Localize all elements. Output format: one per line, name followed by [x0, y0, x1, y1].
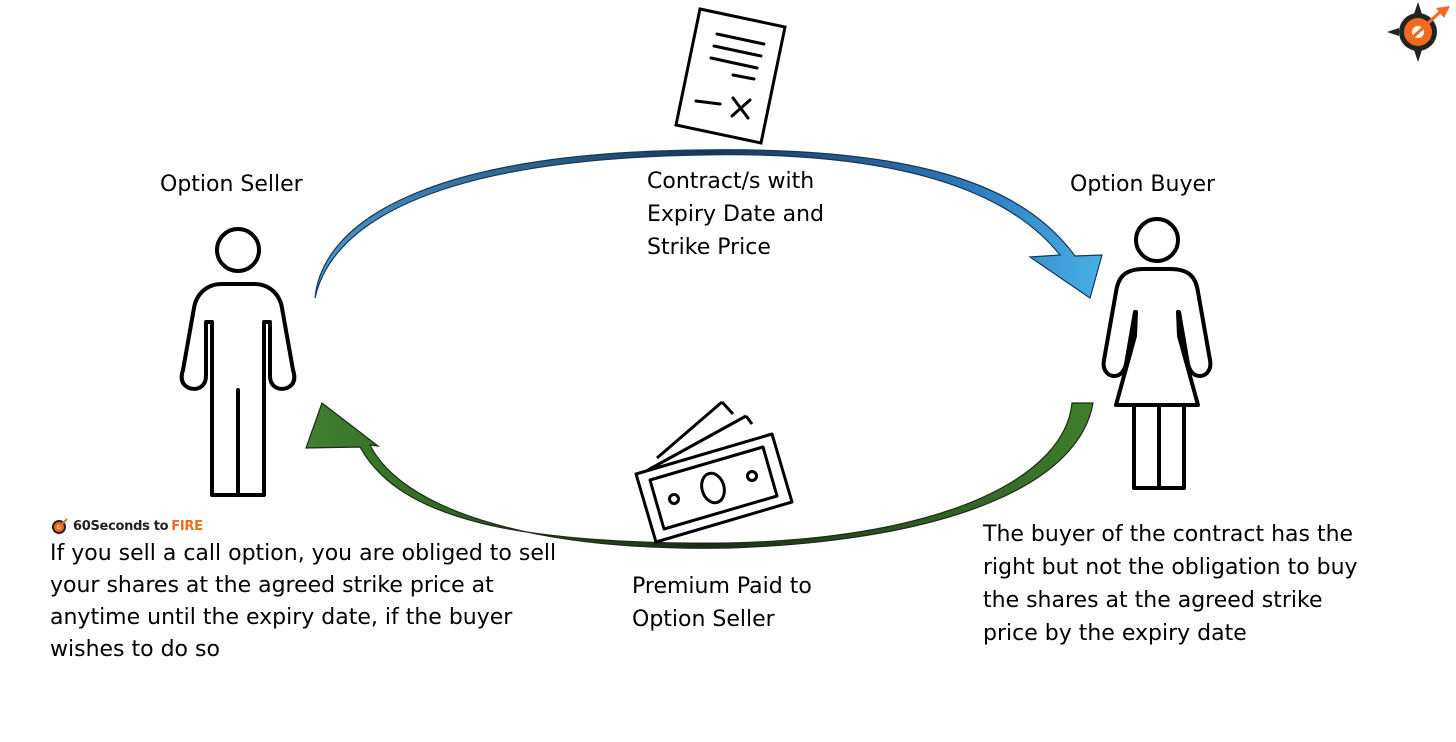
brand-logo-icon [52, 518, 68, 534]
contract-document-icon [674, 7, 787, 145]
brand-name: 60Seconds to [73, 518, 169, 534]
seller-label: Option Seller [160, 172, 303, 197]
contract-arrow [314, 149, 1103, 299]
premium-label: Premium Paid to Option Seller [632, 574, 812, 632]
premium-arrow [305, 402, 1094, 549]
man-icon [179, 227, 297, 497]
banknotes-icon [634, 400, 794, 544]
seller-explanation: If you sell a call option, you are oblig… [50, 541, 557, 662]
compass-rocket-logo-icon [1387, 2, 1450, 62]
buyer-label: Option Buyer [1070, 172, 1216, 197]
brand-highlight: FIRE [171, 518, 203, 534]
brand-watermark: 60Seconds to FIRE [50, 516, 203, 536]
buyer-explanation: The buyer of the contract has the right … [983, 522, 1358, 646]
contract-label: Contract/s with Expiry Date and Strike P… [647, 169, 825, 260]
woman-icon [1101, 217, 1213, 490]
